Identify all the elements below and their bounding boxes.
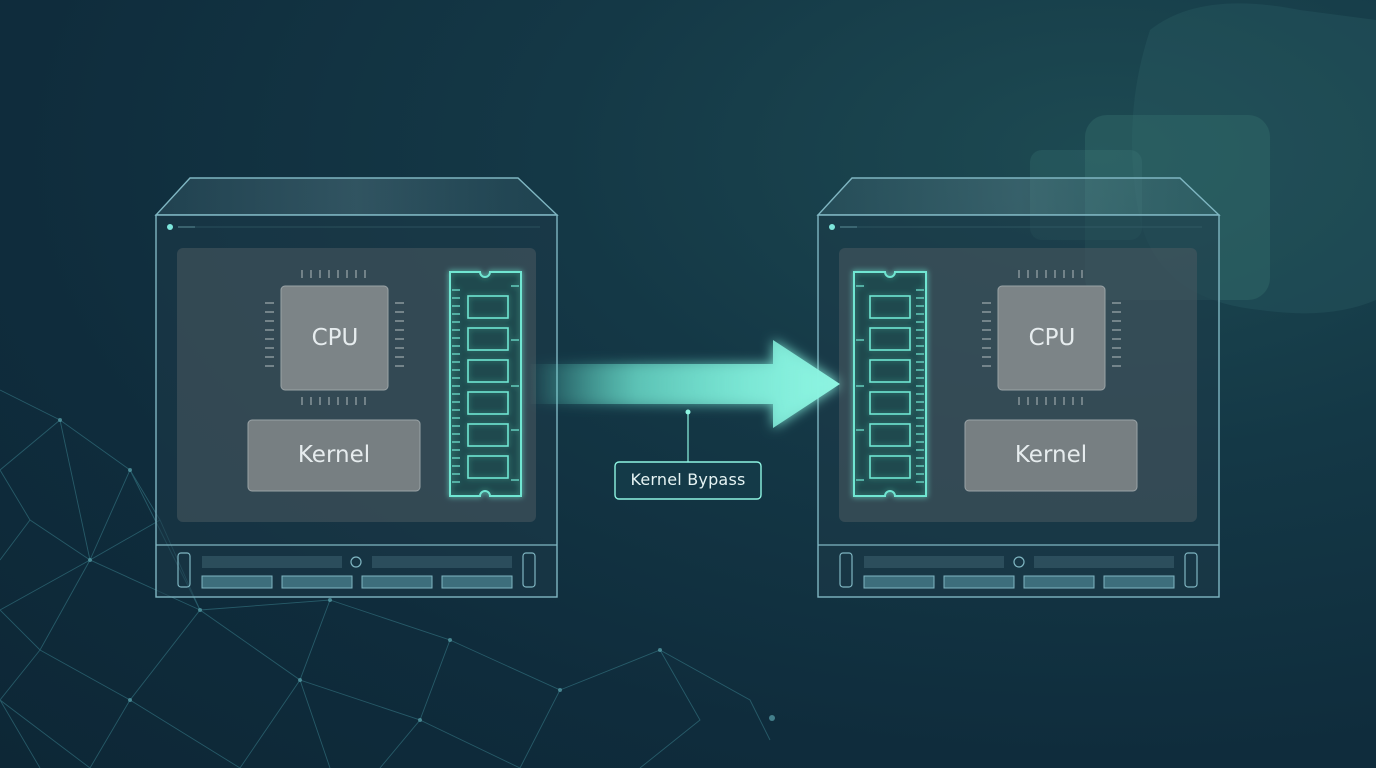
ram-module: [449, 271, 522, 497]
mesh-nodes: [58, 418, 775, 722]
kernel-block: [964, 419, 1138, 492]
bypass-arrow: [528, 340, 840, 428]
ram-module: [853, 271, 927, 497]
bypass-connector-line: [685, 409, 691, 462]
kernel-block: [247, 419, 421, 492]
left-server: [154, 177, 559, 598]
cpu-chip: [982, 270, 1121, 405]
status-led: [829, 224, 835, 230]
cpu-chip: [265, 270, 404, 405]
bypass-label-box: [614, 461, 762, 500]
status-led: [167, 224, 173, 230]
right-server: [816, 177, 1221, 598]
